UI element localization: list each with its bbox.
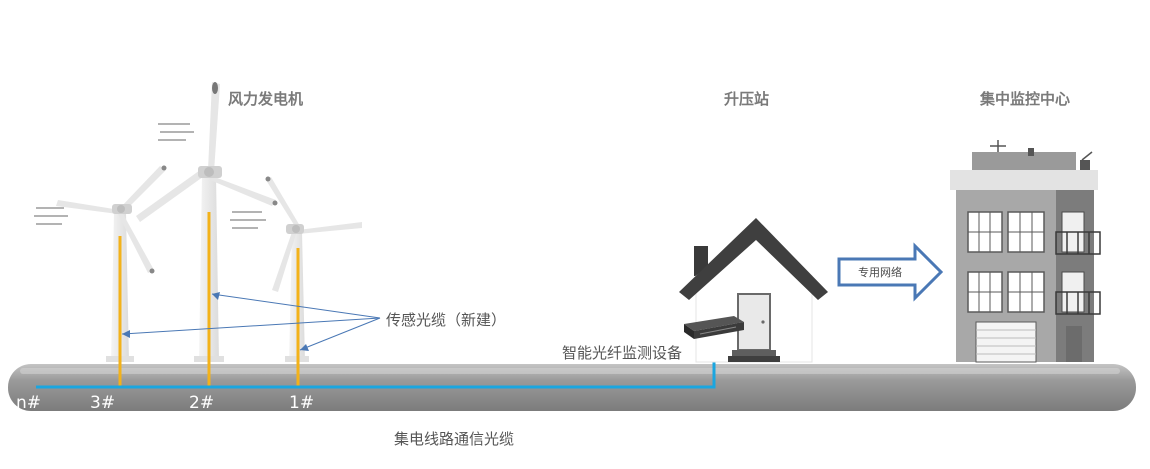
substation-house xyxy=(679,218,828,363)
wind-turbine-1 xyxy=(265,176,362,388)
turbine-number-3: 3# xyxy=(90,393,115,413)
monitoring-device-icon xyxy=(684,316,744,339)
turbine-number-2: 2# xyxy=(189,393,214,413)
sensing-cable-callout-lines xyxy=(121,293,381,351)
sensing-cable-label: 传感光缆（新建） xyxy=(386,311,506,329)
dedicated-network-label: 专用网络 xyxy=(858,265,902,279)
wind-lines xyxy=(34,123,266,229)
network-arrow xyxy=(837,242,944,302)
substation-label: 升压站 xyxy=(724,90,769,108)
monitoring-center-building xyxy=(950,140,1101,363)
callout-arrowheads xyxy=(122,292,309,351)
monitoring-center-label: 集中监控中心 xyxy=(979,90,1070,108)
turbine-number-1: 1# xyxy=(289,393,314,413)
wind-turbines-label: 风力发电机 xyxy=(228,90,303,108)
monitoring-device-label: 智能光纤监测设备 xyxy=(562,344,682,362)
collection-cable-label: 集电线路通信光缆 xyxy=(394,430,514,448)
wind-turbine-2 xyxy=(136,82,278,388)
turbine-number-n: n# xyxy=(16,393,41,413)
wind-turbine-3 xyxy=(56,165,167,388)
